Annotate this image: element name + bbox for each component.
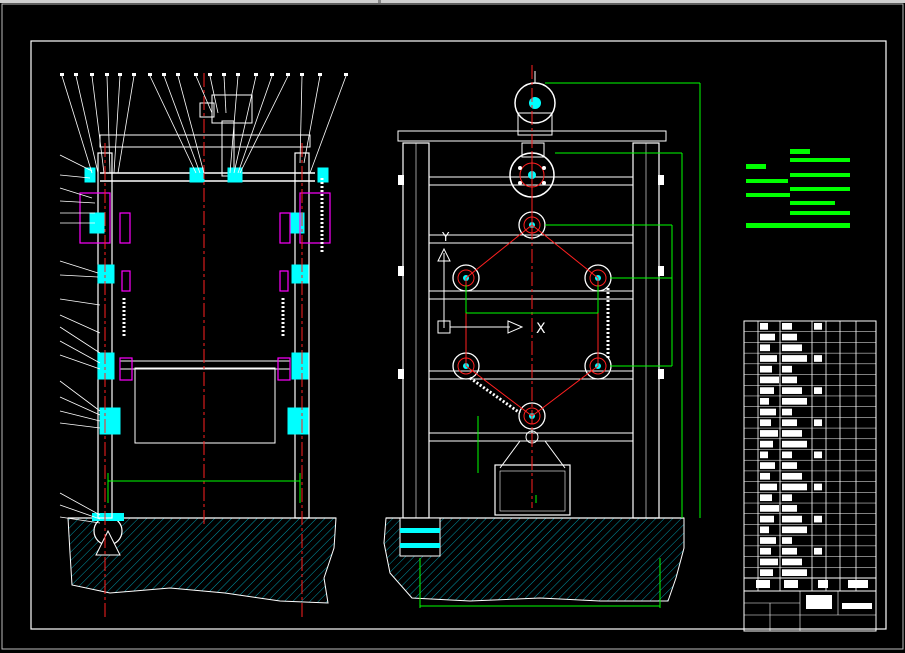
parts-row-code [760,526,769,534]
axis-y-label: Y [441,230,450,244]
parts-row-name [782,515,802,523]
parts-row-code [760,355,777,362]
parts-row-name [782,462,797,469]
drawing-border [30,40,887,630]
parts-row-code [760,440,773,448]
parts-row-qty [814,515,822,523]
parts-row-code [760,333,775,341]
parts-row-code [760,483,777,491]
technical-notes [746,149,850,228]
outer-frame [1,3,904,650]
left-foundation [67,517,337,604]
axis-x-label: X [536,321,546,337]
parts-row-name [782,547,797,555]
parts-row-code [760,419,771,427]
parts-row-code [760,462,775,469]
parts-row-code [760,537,776,544]
parts-row-code [760,408,776,416]
parts-row-name [782,537,792,544]
parts-row-code [760,505,779,512]
parts-row-code [760,558,778,566]
parts-row-name [782,365,792,373]
parts-row-name [782,440,807,448]
right-foundation [383,517,685,602]
parts-row-name [782,472,802,480]
left-view [59,73,348,618]
parts-row-code [760,344,770,352]
parts-row-code [760,397,769,405]
parts-row-name [782,430,802,437]
parts-row-code [760,494,772,502]
parts-row-name [782,344,802,352]
parts-row-code [760,323,768,330]
parts-list-table [743,320,877,632]
parts-row-qty [814,355,822,362]
parts-row-code [760,365,772,373]
parts-row-code [760,547,771,555]
parts-row-qty [814,451,822,459]
parts-row-name [782,333,797,341]
parts-row-qty [814,419,822,427]
parts-row-name [782,569,807,576]
parts-row-name [782,483,807,491]
parts-row-name [782,494,792,502]
parts-row-name [782,387,802,394]
parts-row-code [760,472,770,480]
cad-drawing-canvas[interactable]: Y X [0,3,905,653]
title-block [743,590,877,632]
window-top-bar-marker [378,0,381,3]
parts-row-name [782,397,807,405]
window-top-bar [0,0,905,3]
parts-row-name [782,355,807,362]
parts-row-qty [814,483,822,491]
parts-row-name [782,526,807,534]
parts-row-qty [814,323,822,330]
parts-row-name [782,376,797,384]
parts-row-code [760,451,768,459]
right-view: Y X [383,65,701,608]
parts-row-code [760,376,779,384]
parts-row-code [760,430,778,437]
parts-row-code [760,515,774,523]
parts-row-code [760,387,774,394]
parts-row-qty [814,547,822,555]
parts-row-code [760,569,773,576]
parts-row-name [782,408,792,416]
parts-row-name [782,558,802,566]
parts-row-qty [814,387,822,394]
parts-row-name [782,323,792,330]
parts-row-name [782,505,797,512]
parts-row-name [782,451,792,459]
parts-row-name [782,419,797,427]
